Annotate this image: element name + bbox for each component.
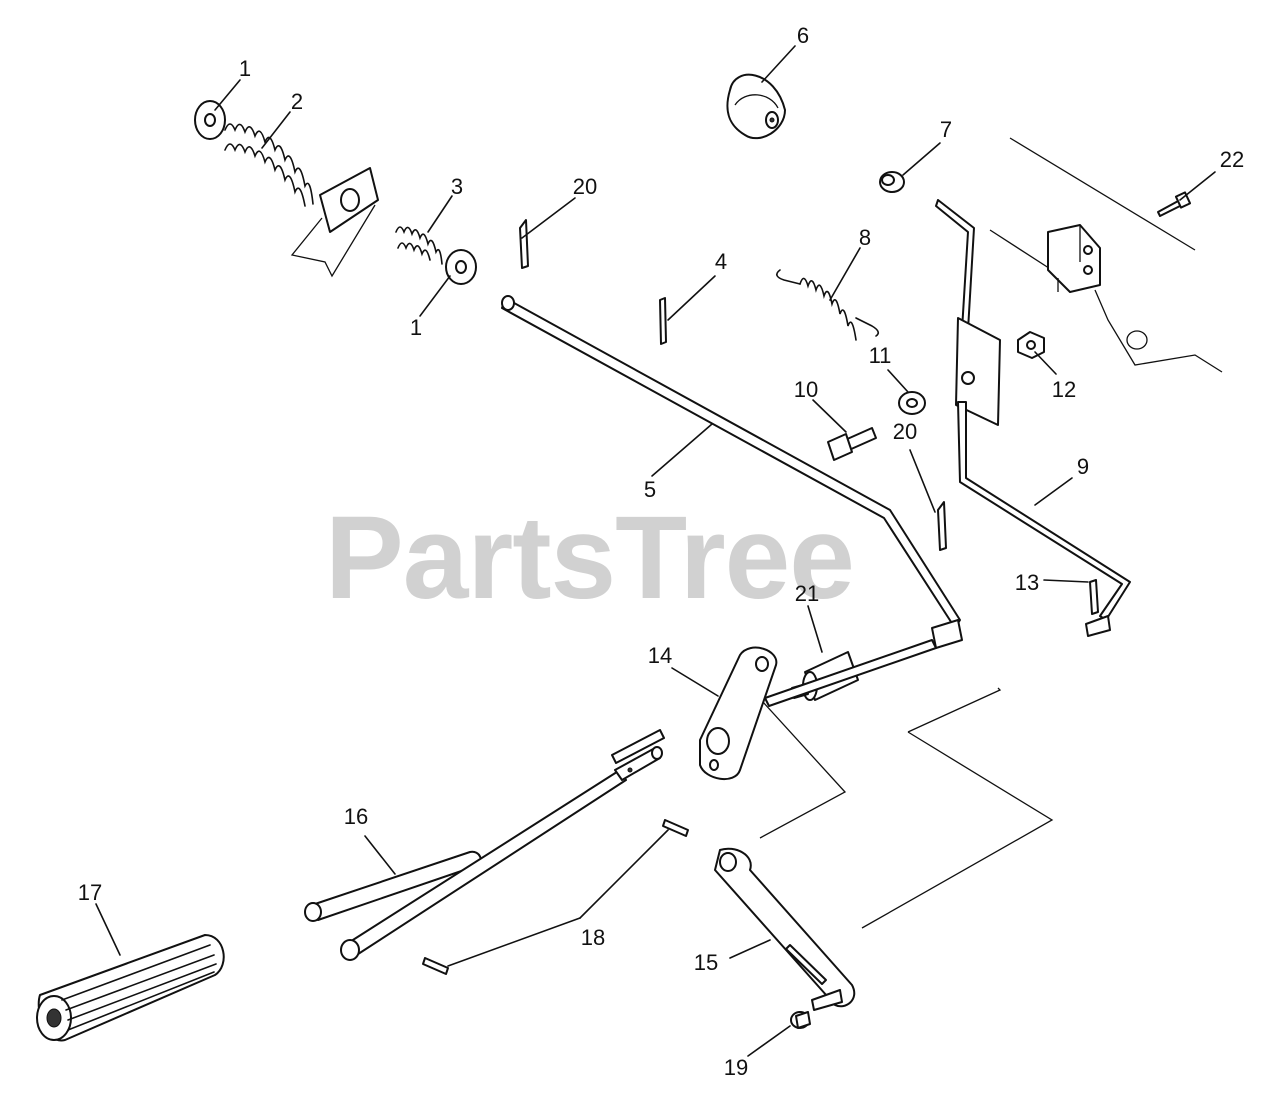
screw-22: [1157, 191, 1192, 217]
callout-2: 2: [290, 89, 304, 114]
callout-5: 5: [643, 477, 657, 502]
callout-11: 11: [868, 343, 892, 368]
main-shaft: [611, 639, 937, 764]
pin-4: [659, 297, 667, 345]
clip-19: [790, 1011, 811, 1029]
spring-8: [776, 269, 880, 341]
washer-1a: [194, 100, 226, 140]
callout-21: 21: [794, 581, 820, 606]
washer-1b: [445, 249, 477, 285]
callout-16: 16: [343, 804, 369, 829]
bracket-plate: [290, 167, 379, 278]
pin-13: [1089, 579, 1099, 615]
callout-7: 7: [939, 117, 953, 142]
pedal-rod-16: [304, 746, 663, 961]
pin-18a: [662, 819, 689, 837]
parts-tree-watermark: PartsTree: [325, 492, 855, 624]
frame-outline: [989, 137, 1223, 373]
spring-3: [395, 226, 443, 265]
pedal-pad-17: [36, 934, 225, 1042]
cotter-pin-20b: [937, 501, 947, 551]
callout-15: 15: [693, 950, 719, 975]
callout-4: 4: [714, 249, 728, 274]
rod-9: [935, 199, 1131, 637]
cotter-pin-20a: [519, 219, 529, 269]
callout-9: 9: [1076, 454, 1090, 479]
callout-22: 22: [1219, 147, 1245, 172]
knob-6: [726, 73, 786, 140]
callout-8: 8: [858, 225, 872, 250]
washer-11: [898, 391, 926, 415]
linkage-outline: [751, 687, 1054, 929]
nut-12: [1017, 331, 1045, 359]
pin-18b: [422, 957, 449, 975]
callout-1-bottom: 1: [409, 315, 423, 340]
callout-12: 12: [1051, 377, 1077, 402]
callout-3: 3: [450, 174, 464, 199]
switch-block: [1047, 224, 1101, 293]
rod-5: [501, 295, 963, 649]
callout-6: 6: [796, 23, 810, 48]
callout-1-top: 1: [238, 56, 252, 81]
callout-19: 19: [723, 1055, 749, 1080]
callout-20-left: 20: [572, 174, 598, 199]
arm-14: [699, 646, 778, 780]
callout-18: 18: [580, 925, 606, 950]
callout-17: 17: [77, 880, 103, 905]
bushing-7: [879, 171, 905, 193]
spring-2: [224, 123, 314, 207]
callout-14: 14: [647, 643, 673, 668]
callout-13: 13: [1014, 570, 1040, 595]
bracket-15: [714, 847, 856, 1011]
bolt-10: [827, 427, 877, 461]
callout-20-right: 20: [892, 419, 918, 444]
callout-10: 10: [793, 377, 819, 402]
leader-lines: [95, 45, 1216, 1057]
